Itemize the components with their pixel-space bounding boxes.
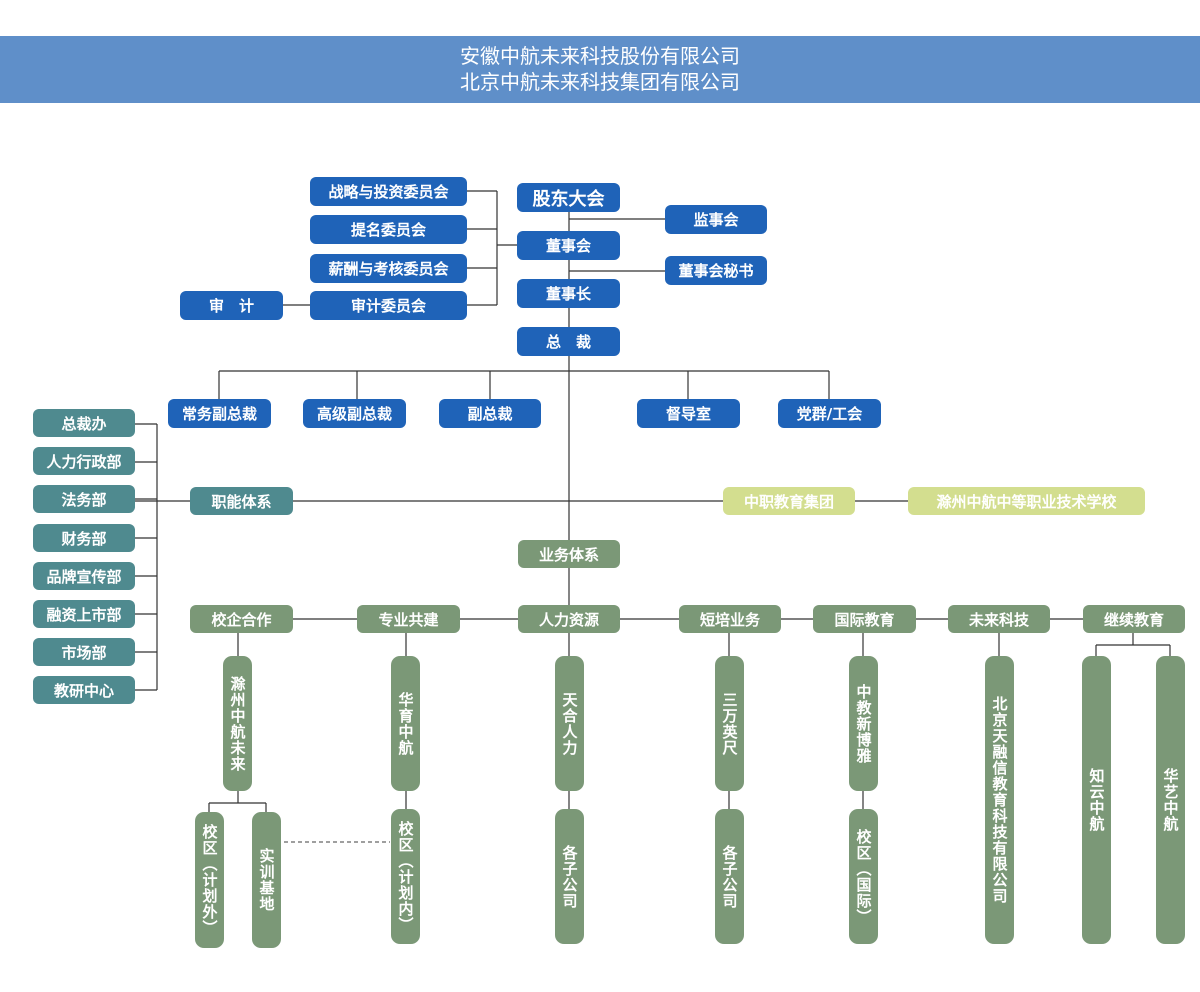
board-secretary: 董事会秘书 [665, 256, 767, 285]
vocational-school: 滁州中航中等职业技术学校 [908, 487, 1145, 515]
shareholders-meeting: 股东大会 [517, 183, 620, 212]
company-name-anhui: 安徽中航未来科技股份有限公司 [460, 44, 740, 68]
dept-finance: 财务部 [33, 524, 135, 552]
nomination-committee: 提名委员会 [310, 215, 467, 244]
compensation-committee: 薪酬与考核委员会 [310, 254, 467, 283]
vocational-education-group: 中职教育集团 [723, 487, 855, 515]
subsidiaries-tianhe: 各子公司 [555, 809, 584, 944]
unit-continuing-education: 继续教育 [1083, 605, 1185, 633]
party-union: 党群/工会 [778, 399, 881, 428]
unit-school-enterprise: 校企合作 [190, 605, 293, 633]
campus-within-plan: 校区（计划内） [391, 809, 420, 944]
dept-ipo-financing: 融资上市部 [33, 600, 135, 628]
president: 总 裁 [517, 327, 620, 356]
entity-tianrongxin: 北京天融信教育科技有限公司 [985, 656, 1014, 944]
training-base: 实训基地 [252, 812, 281, 948]
company-name-beijing: 北京中航未来科技集团有限公司 [460, 70, 740, 94]
senior-vice-president: 高级副总裁 [303, 399, 406, 428]
unit-joint-majors: 专业共建 [357, 605, 460, 633]
entity-zhiyun-zhonghang: 知云中航 [1082, 656, 1111, 944]
functional-system: 职能体系 [190, 487, 293, 515]
unit-human-resources: 人力资源 [518, 605, 620, 633]
entity-huayu-zhonghang: 华育中航 [391, 656, 420, 791]
entity-tianhe-hr: 天合人力 [555, 656, 584, 791]
dept-legal: 法务部 [33, 485, 135, 513]
title-banner: 安徽中航未来科技股份有限公司 北京中航未来科技集团有限公司 [0, 36, 1200, 103]
unit-international-education: 国际教育 [813, 605, 916, 633]
executive-vice-president: 常务副总裁 [168, 399, 271, 428]
dept-marketing: 市场部 [33, 638, 135, 666]
unit-short-training: 短培业务 [679, 605, 781, 633]
supervision-office: 督导室 [637, 399, 740, 428]
business-system: 业务体系 [518, 540, 620, 568]
unit-future-tech: 未来科技 [948, 605, 1050, 633]
strategy-investment-committee: 战略与投资委员会 [310, 177, 467, 206]
chairman: 董事长 [517, 279, 620, 308]
audit-committee: 审计委员会 [310, 291, 467, 320]
board-of-supervisors: 监事会 [665, 205, 767, 234]
dept-research: 教研中心 [33, 676, 135, 704]
board-of-directors: 董事会 [517, 231, 620, 260]
entity-zhongjiao-xinboya: 中教新博雅 [849, 656, 878, 791]
campus-international: 校区（国际） [849, 809, 878, 944]
entity-sanwan-yingchi: 三万英尺 [715, 656, 744, 791]
dept-brand: 品牌宣传部 [33, 562, 135, 590]
dept-president-office: 总裁办 [33, 409, 135, 437]
entity-chuzhou-zhonghang: 滁州中航未来 [223, 656, 252, 791]
subsidiaries-sanwan: 各子公司 [715, 809, 744, 944]
audit: 审 计 [180, 291, 283, 320]
dept-hr-admin: 人力行政部 [33, 447, 135, 475]
campus-outside-plan: 校区（计划外） [195, 812, 224, 948]
entity-huayi-zhonghang: 华艺中航 [1156, 656, 1185, 944]
vice-president: 副总裁 [439, 399, 541, 428]
